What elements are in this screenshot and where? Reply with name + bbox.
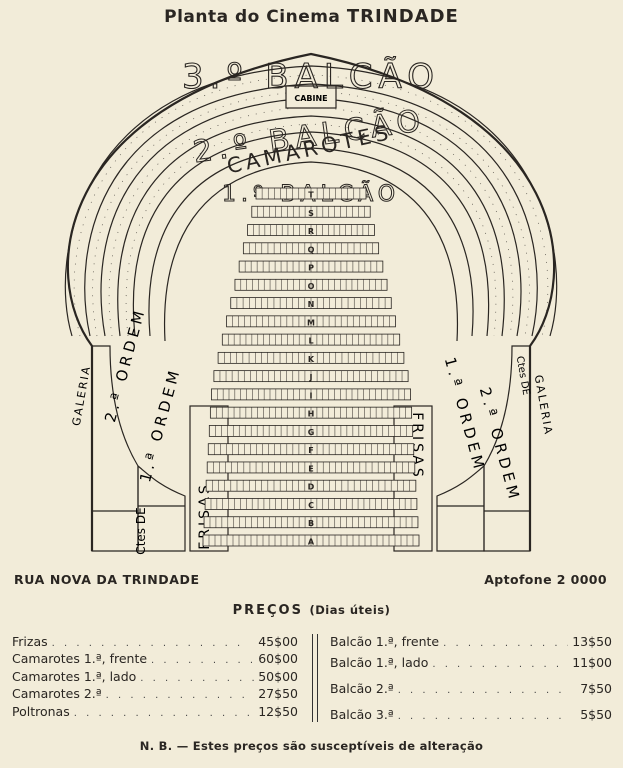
prices-heading: PREÇOS (Dias úteis)	[0, 603, 623, 618]
prices-right-column: Balcão 1.ª, frente. . . . . . . . . . .1…	[330, 633, 612, 728]
phone-number: 2 0000	[556, 572, 607, 587]
stalls-row-letter: C	[308, 501, 314, 510]
price-row: Camarotes 1.ª, lado. . . . . . . . . . .…	[12, 668, 298, 684]
stalls-row-letter: T	[308, 191, 314, 200]
label-balcao3: 3.º BALCÃO	[182, 57, 440, 97]
frisas-left-box	[189, 405, 229, 552]
price-row: Balcão 2.ª. . . . . . . . . . . . . .7$5…	[330, 681, 612, 697]
price-row: Camarotes 2.ª. . . . . . . . . . . . . .…	[12, 686, 298, 702]
stalls-row-letter: N	[308, 300, 315, 309]
stalls-row-letter: K	[308, 355, 315, 364]
street-name: RUA NOVA DA TRINDADE	[14, 572, 200, 587]
prices-left-column: Frizas. . . . . . . . . . . . . . . .45$…	[12, 633, 298, 720]
stalls-row-letter: P	[308, 264, 314, 273]
balcony-seat-ticks	[73, 74, 549, 337]
prices-subtitle: (Dias úteis)	[309, 603, 391, 617]
balcony-rings	[64, 65, 558, 342]
price-row: Frizas. . . . . . . . . . . . . . . .45$…	[12, 634, 298, 649]
label-galeria-right: GALERIA	[532, 374, 555, 437]
cabine-box	[285, 85, 337, 109]
stalls-row-letter: M	[307, 318, 315, 327]
column-divider	[312, 634, 318, 722]
stalls-row-letter: J	[309, 373, 313, 382]
footnote: N. B. — Estes preços são susceptíveis de…	[139, 739, 484, 753]
label-ordem2-left: 2.ª ORDEM	[101, 305, 149, 424]
stalls-row-letter: A	[308, 538, 315, 547]
label-ordem1-left: 1.ª ORDEM	[136, 365, 184, 484]
stalls-row-letter: R	[308, 227, 314, 236]
label-ctes-right: Ctes DE	[514, 355, 532, 396]
price-row: Balcão 1.ª, lado. . . . . . . . . . .11$…	[330, 655, 612, 671]
stalls-row-letter: F	[308, 446, 313, 455]
stalls-row-letter: O	[308, 282, 315, 291]
page-title: Planta do Cinema TRINDADE	[0, 6, 623, 27]
label-galeria-left: GALERIA	[70, 364, 93, 427]
hall-outline	[66, 52, 556, 551]
stalls-row-letter: S	[308, 209, 314, 218]
label-ordem1-right: 1.ª ORDEM	[441, 355, 489, 474]
title-name: TRINDADE	[346, 6, 459, 27]
price-row: Balcão 1.ª, frente. . . . . . . . . . .1…	[330, 634, 612, 649]
phone-label: Aptofone	[484, 572, 552, 587]
price-row: Balcão 3.ª. . . . . . . . . . . . . .5$5…	[330, 707, 612, 723]
phone-info: Aptofone 2 0000	[484, 572, 607, 587]
stalls-row-letter: B	[308, 519, 314, 528]
cabine-label: CABINE	[294, 94, 327, 103]
stalls-row-letter: L	[308, 337, 313, 346]
title-prefix: Planta do Cinema	[164, 7, 341, 27]
frisas-right-box	[393, 405, 433, 552]
label-ctes-left: Ctes DE	[134, 507, 148, 554]
stalls-row-letter: E	[308, 464, 313, 473]
stalls-row-letter: H	[308, 410, 315, 419]
price-row: Camarotes 1.ª, frente. . . . . . . . . .…	[12, 651, 298, 667]
price-row: Poltronas. . . . . . . . . . . . . . . .…	[12, 703, 298, 719]
stalls-row-letter: D	[308, 483, 315, 492]
stalls-row-letter: I	[310, 391, 313, 400]
prices-title: PREÇOS	[232, 603, 303, 618]
stalls-row-letter: G	[308, 428, 315, 437]
side-boxes-left	[91, 345, 186, 552]
seating-plan: CABINE 3.º BALCÃO 2.º BALCÃO 1.º BALCÃO …	[64, 52, 558, 555]
side-boxes-right	[436, 345, 531, 552]
stalls-row-letter: Q	[308, 245, 315, 254]
